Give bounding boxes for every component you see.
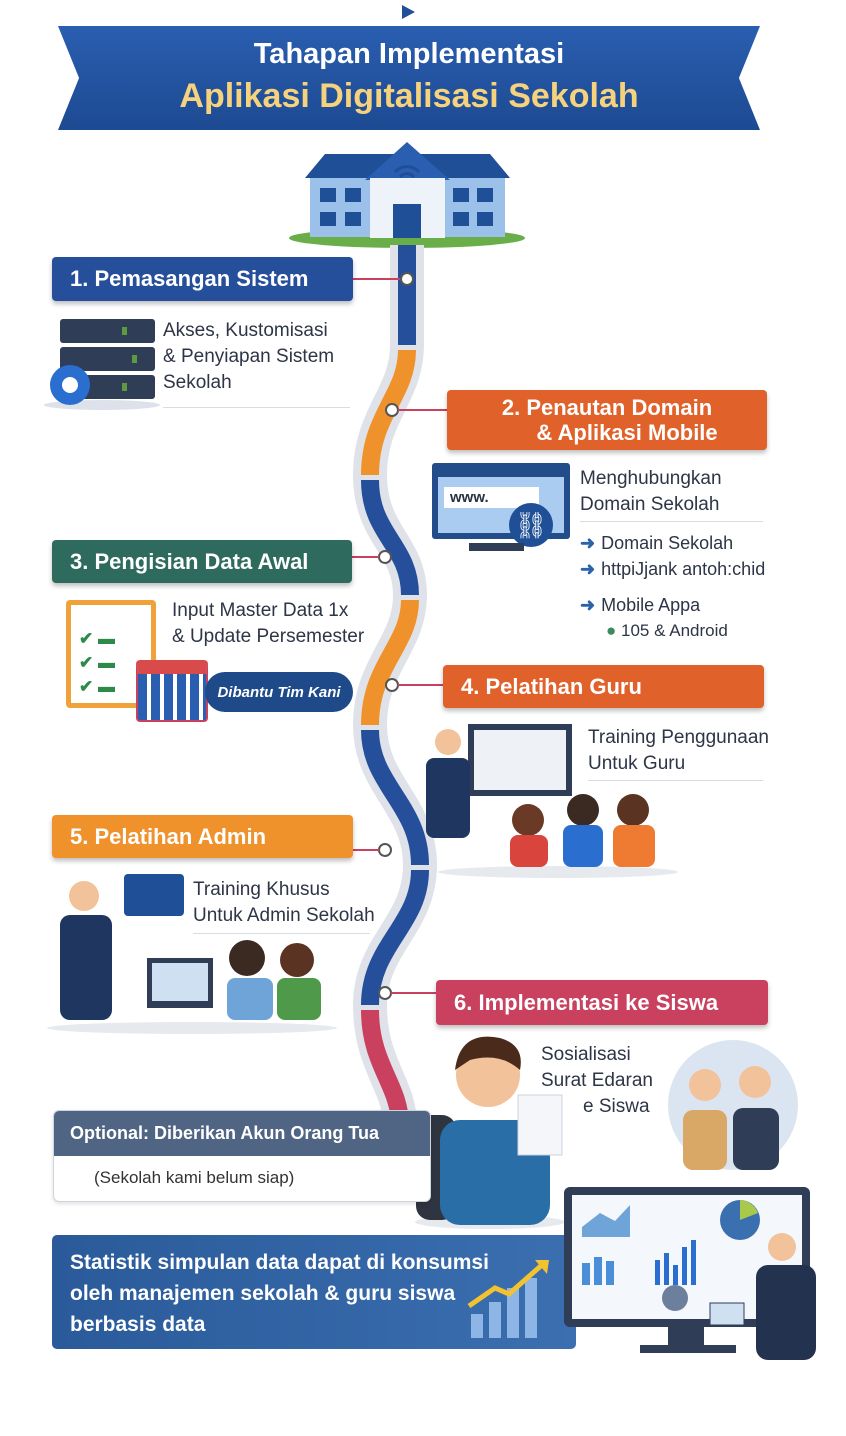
step-4-description: Training Penggunaan Untuk Guru	[588, 725, 769, 777]
step-2-header: 2. Penautan Domain & Aplikasi Mobile	[447, 390, 767, 450]
arrow-icon: ➜	[580, 559, 596, 579]
step-1-description: Akses, Kustomisasi & Penyiapan Sistem Se…	[163, 318, 334, 396]
desc-line: Input Master Data 1x	[172, 600, 349, 621]
list-text: httpiJjank antoh:chid	[601, 559, 766, 579]
step-2-label-line: 2. Penautan Domain	[501, 394, 713, 420]
arrow-icon: ➜	[580, 533, 596, 553]
desc-line: Training Khusus	[193, 879, 330, 900]
step-5-header: 5. Pelatihan Admin	[52, 815, 353, 858]
desc-line: Untuk Admin Sekolah	[193, 905, 375, 926]
step-6-header: 6. Implementasi ke Siswa	[436, 980, 768, 1025]
top-marker	[402, 5, 415, 19]
summary-banner: Statistik simpulan data dapat di konsums…	[52, 1235, 576, 1349]
growth-chart-icon	[467, 1260, 549, 1338]
step-2-list: ➜Domain Sekolah ➜httpiJjank antoh:chid ➜…	[580, 530, 765, 644]
step-3-description: Input Master Data 1x & Update Persemeste…	[172, 598, 364, 650]
step-5-description: Training Khusus Untuk Admin Sekolah	[193, 877, 375, 929]
summary-line: berbasis data	[70, 1313, 206, 1336]
title-banner: Tahapan Implementasi Aplikasi Digitalisa…	[58, 26, 760, 130]
desc-line: & Penyiapan Sistem	[163, 346, 335, 367]
link-icon: ⛓	[509, 503, 553, 547]
summary-line: Statistik simpulan data dapat di konsums…	[70, 1251, 489, 1274]
step-4-header: 4. Pelatihan Guru	[443, 665, 764, 708]
browser-monitor-icon: www. ⛓	[424, 463, 579, 559]
step-6-description: Sosialisasi Surat Edaran e Siswa	[541, 1042, 653, 1120]
dashboard-monitor-illustration	[564, 1187, 816, 1360]
optional-title: Optional: Diberikan Akun Orang Tua	[54, 1111, 430, 1156]
desc-line: Sosialisasi	[541, 1044, 631, 1065]
list-text: Domain Sekolah	[601, 533, 734, 553]
leaf-icon: ●	[606, 621, 617, 640]
optional-note: (Sekolah kami belum siap)	[94, 1168, 295, 1187]
calendar-icon	[136, 660, 208, 722]
desc-line: Untuk Guru	[588, 753, 686, 774]
arrow-icon: ➜	[580, 595, 596, 615]
divider	[588, 780, 763, 781]
title-line1: Tahapan Implementasi	[253, 38, 565, 70]
desc-line: Training Penggunaan	[588, 727, 769, 748]
server-icon	[44, 319, 160, 410]
parents-illustration	[668, 1040, 798, 1170]
list-item: ➜Mobile Appa	[580, 592, 765, 618]
desc-line: Akses, Kustomisasi	[163, 320, 328, 341]
teacher-training-illustration	[426, 724, 678, 878]
desc-line: & Update Persemester	[172, 626, 365, 647]
optional-parent-account-box: Optional: Diberikan Akun Orang Tua (Seko…	[53, 1110, 431, 1202]
assistance-badge: Dibantu Tim Kani	[205, 672, 353, 712]
desc-line: Menghubungkan	[580, 468, 722, 489]
list-text: 105 & Android	[621, 621, 728, 640]
step-2-label-line: & Aplikasi Mobile	[536, 420, 718, 445]
url-text: www.	[444, 487, 539, 508]
desc-line: e Siswa	[583, 1096, 650, 1117]
school-icon	[289, 142, 525, 248]
divider	[163, 407, 350, 408]
divider	[580, 521, 763, 522]
step-3-header: 3. Pengisian Data Awal	[52, 540, 352, 583]
checklist-icon: ✔ ▬✔ ▬✔ ▬	[66, 600, 156, 708]
list-item: ● 105 & Android	[580, 618, 765, 644]
desc-line: Domain Sekolah	[580, 494, 720, 515]
step-2-description: Menghubungkan Domain Sekolah	[580, 466, 722, 518]
timeline-path	[352, 245, 447, 1125]
list-item: ➜Domain Sekolah	[580, 530, 765, 556]
divider	[193, 933, 370, 934]
step-1-header: 1. Pemasangan Sistem	[52, 257, 353, 301]
desc-line: Surat Edaran	[541, 1070, 653, 1091]
desc-line: Sekolah	[163, 372, 232, 393]
title-line2: Aplikasi Digitalisasi Sekolah	[179, 77, 639, 115]
list-item: ➜httpiJjank antoh:chid	[580, 556, 765, 582]
list-text: Mobile Appa	[601, 595, 701, 615]
admin-training-illustration	[47, 874, 337, 1034]
summary-line: oleh manajemen sekolah & guru siswa	[70, 1282, 456, 1305]
